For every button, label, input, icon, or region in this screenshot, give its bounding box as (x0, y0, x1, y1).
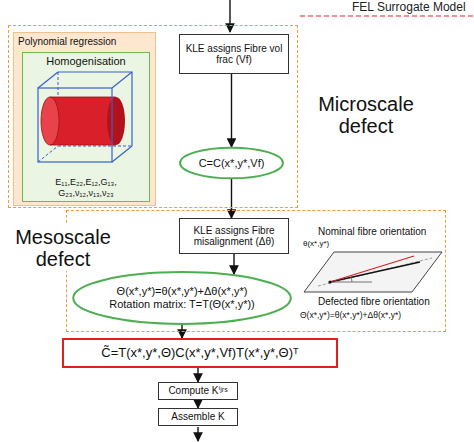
figure-note: θ(x*,y*) (303, 239, 329, 248)
ellipse-node: Θ(x*,y*)=θ(x*,y*)+Δθ(x*,y*)Rotation matr… (71, 271, 293, 325)
node-label: KLE assigns Fibre misalignment (Δθ) (180, 225, 288, 248)
process-box: Polynomial regressionHomogenisationE₁₁,E… (13, 32, 156, 206)
node-label: Polynomial regression (14, 33, 120, 51)
process-box: HomogenisationE₁₁,E₂₂,E₁₂,G₁₃, G₂₃,ν₁₂,ν… (22, 52, 150, 202)
defect-region: Microscale defectPolynomial regressionHo… (8, 25, 298, 208)
region-heading: Mesoscale defect (11, 225, 115, 271)
node-label: Compute Kⁱʲʳˢ (165, 385, 230, 397)
red-dashed-rule (300, 15, 474, 16)
text-group: C̃=T(x*,y*,Θ)C(x*,y*,Vf)T(x*,y*,Θ)ᵀ (98, 346, 301, 361)
node-label: Θ(x*,y*)=θ(x*,y*)+Δθ(x*,y*) (114, 285, 251, 298)
process-box: KLE assigns Fibre vol frac (Vf) (179, 34, 289, 74)
flow-arrow (197, 368, 198, 382)
flow-arrow (231, 74, 232, 147)
process-box: KLE assigns Fibre misalignment (Δθ) (179, 218, 289, 254)
node-detail: Rotation matrix: T=T(Θ(x*,y*)) (106, 298, 258, 311)
text-group: KLE assigns Fibre misalignment (Δθ) (180, 225, 288, 248)
flow-in-line (229, 0, 230, 32)
figure-note: Θ(x*,y*)=θ(x*,y*)+Δθ(x*,y*) (300, 310, 401, 320)
figure-note: Defected fibre orientation (318, 296, 430, 307)
node-label: KLE assigns Fibre vol frac (Vf) (180, 43, 288, 66)
text-group: KLE assigns Fibre vol frac (Vf) (180, 43, 288, 66)
node-label: C=C(x*,y*,Vf) (196, 157, 268, 170)
process-box: Assemble K (158, 408, 238, 426)
flow-arrow (233, 254, 234, 274)
text-group: Θ(x*,y*)=θ(x*,y*)+Δθ(x*,y*)Rotation matr… (106, 285, 258, 310)
region-heading: Microscale defect (306, 93, 426, 137)
text-group: Assemble K (168, 411, 227, 423)
model-title: FEL Surrogate Model (352, 0, 466, 14)
flow-arrow (197, 400, 198, 408)
text-group: C=C(x*,y*,Vf) (196, 157, 268, 170)
node-label: Assemble K (168, 411, 227, 423)
node-label: C̃=T(x*,y*,Θ)C(x*,y*,Vf)T(x*,y*,Θ)ᵀ (98, 346, 301, 361)
flow-arrow (231, 179, 232, 218)
node-label: Homogenisation (42, 53, 130, 70)
text-group: Compute Kⁱʲʳˢ (165, 385, 230, 397)
flow-out-line (197, 427, 198, 441)
process-box: C̃=T(x*,y*,Θ)C(x*,y*,Vf)T(x*,y*,Θ)ᵀ (62, 338, 338, 368)
ellipse-node: C=C(x*,y*,Vf) (179, 147, 284, 179)
figure-note: Nominal fibre orientation (318, 226, 426, 237)
process-box: Compute Kⁱʲʳˢ (158, 382, 238, 400)
node-detail: E₁₁,E₂₂,E₁₂,G₁₃, G₂₃,ν₁₂,ν₁₃,ν₂₃ (23, 175, 149, 201)
